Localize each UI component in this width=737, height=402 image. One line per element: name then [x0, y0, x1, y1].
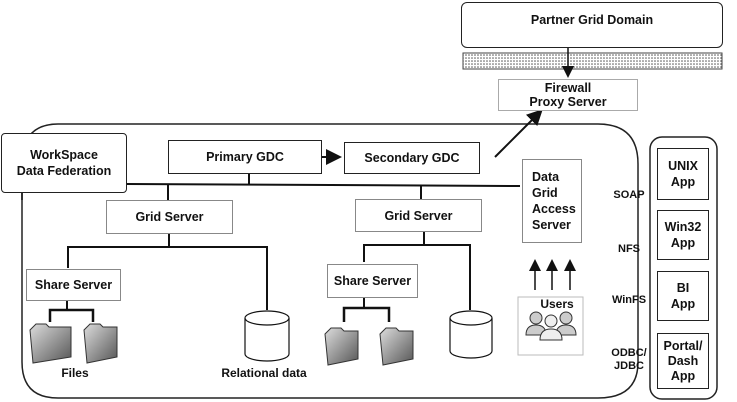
firewall-label: Firewall — [544, 81, 592, 95]
firewall-band — [462, 52, 723, 70]
bi-app: BI App — [657, 271, 709, 321]
primary-gdc: Primary GDC — [168, 140, 322, 174]
protocol-soap: SOAP — [613, 189, 645, 201]
data-federation-label: Data Federation — [16, 164, 112, 178]
secondary-gdc: Secondary GDC — [344, 142, 480, 174]
files-label: Files — [61, 366, 89, 380]
database-icon — [244, 310, 290, 362]
apps-container — [649, 136, 718, 400]
folder-icon — [83, 323, 118, 364]
workspace-data-federation: WorkSpace Data Federation — [1, 133, 127, 193]
dgas-line: Server — [532, 218, 571, 232]
partner-grid-domain: Partner Grid Domain — [461, 2, 723, 48]
app-line: App — [670, 175, 696, 189]
proxy-label: Proxy Server — [529, 95, 607, 109]
workspace-label: WorkSpace — [30, 148, 98, 162]
folder-icon — [379, 327, 414, 366]
primary-gdc-label: Primary GDC — [206, 150, 284, 164]
gdc-firewall-link — [494, 109, 543, 158]
grid-server-left: Grid Server — [106, 200, 233, 234]
app-line: Dash — [667, 353, 699, 368]
unix-app: UNIX App — [657, 148, 709, 200]
share-server-right: Share Server — [327, 264, 418, 298]
dgas-line: Grid — [532, 186, 558, 200]
grid-server-label: Grid Server — [384, 208, 453, 223]
grid-server-right: Grid Server — [355, 199, 482, 232]
partner-title: Partner Grid Domain — [530, 13, 654, 27]
firewall-proxy-server: Firewall Proxy Server — [498, 79, 638, 111]
protocol-nfs: NFS — [618, 243, 640, 255]
users-label: Users — [540, 297, 574, 311]
data-grid-access-server: Data Grid Access Server — [522, 159, 582, 243]
app-line: App — [670, 236, 696, 250]
database-icon — [449, 310, 493, 359]
folder-icon — [29, 323, 72, 364]
app-line: Portal/ — [663, 338, 703, 353]
dgas-line: Data — [532, 170, 560, 184]
share-server-label: Share Server — [333, 274, 412, 288]
secondary-gdc-label: Secondary GDC — [364, 151, 460, 165]
relational-data-label: Relational data — [221, 366, 307, 380]
dgas-line: Access — [532, 202, 576, 216]
users-group-icon — [525, 311, 577, 341]
share-server-label: Share Server — [34, 278, 113, 292]
app-line: UNIX — [668, 159, 698, 173]
share-server-left: Share Server — [26, 269, 121, 301]
main-bus — [125, 183, 521, 187]
app-line: Win32 — [664, 220, 702, 234]
grid-server-label: Grid Server — [135, 210, 204, 224]
protocol-odbc-jdbc: ODBC/ JDBC — [611, 347, 647, 372]
protocol-winfs: WinFS — [611, 294, 647, 306]
app-line: BI — [676, 281, 690, 295]
app-line: App — [670, 368, 696, 383]
folder-icon — [324, 327, 359, 366]
app-line: App — [670, 297, 696, 311]
